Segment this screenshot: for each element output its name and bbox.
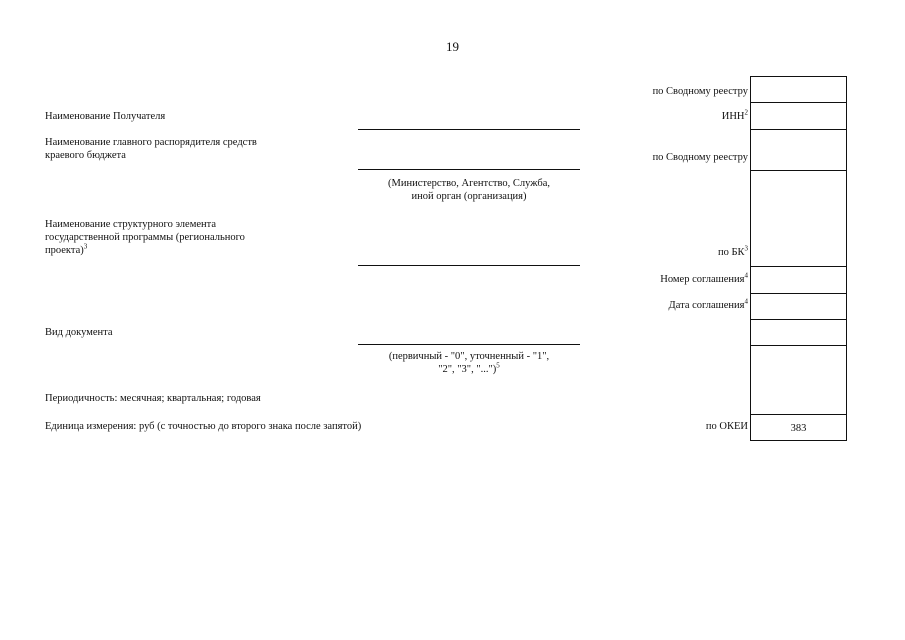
- cell-bk[interactable]: [750, 266, 847, 267]
- footnote-3b-mark: 3: [744, 244, 749, 253]
- footnote-2-mark: 2: [744, 108, 749, 117]
- ministry-hint-line2: иной орган (организация): [411, 191, 527, 202]
- footnote-5-mark: 5: [496, 361, 500, 370]
- footnote-4-mark: 4: [744, 271, 749, 280]
- cell-svodny-1[interactable]: [750, 102, 847, 103]
- doctype-hint-line1: (первичный - "0", уточненный - "1",: [388, 351, 550, 362]
- element-label-line3: проекта)3: [45, 242, 88, 257]
- agreement-number-label: Номер соглашения4: [660, 271, 749, 286]
- inn-label: ИНН2: [721, 108, 749, 123]
- bk-label: по БК3: [717, 244, 749, 259]
- bk-label-text: по БК: [717, 247, 745, 258]
- agreement-number-text: Номер соглашения: [660, 274, 745, 285]
- svodny-label-1: по Сводному реестру: [652, 86, 748, 97]
- footnote-4b-mark: 4: [744, 297, 749, 306]
- svodny-label-2: по Сводному реестру: [652, 152, 748, 163]
- doctype-hint-text: "2", "3", "..."): [438, 364, 497, 375]
- cell-agreement-date[interactable]: [750, 319, 847, 320]
- doctype-hint-line2: "2", "3", "...")5: [358, 361, 580, 376]
- cell-svodny-2[interactable]: [750, 170, 847, 171]
- unit-label: Единица измерения: руб (с точностью до в…: [45, 421, 362, 432]
- recipient-name-field[interactable]: [358, 129, 580, 130]
- recipient-label: Наименование Получателя: [45, 111, 166, 122]
- manager-name-field[interactable]: [358, 169, 580, 170]
- codes-column: [750, 76, 847, 441]
- cell-agreement-number[interactable]: [750, 293, 847, 294]
- periodicity-label: Периодичность: месячная; квартальная; го…: [45, 393, 261, 404]
- agreement-date-label: Дата соглашения4: [668, 297, 749, 312]
- ministry-hint-line1: (Министерство, Агентство, Служба,: [388, 178, 550, 189]
- page-number: 19: [446, 39, 459, 54]
- element-label-text: проекта): [45, 245, 84, 256]
- footnote-3-mark: 3: [83, 242, 88, 251]
- cell-periodicity[interactable]: [750, 414, 847, 415]
- manager-label-line1: Наименование главного распорядителя сред…: [45, 137, 257, 148]
- cell-doc-type[interactable]: [750, 345, 847, 346]
- element-label-line1: Наименование структурного элемента: [45, 219, 216, 230]
- doc-type-field[interactable]: [358, 344, 580, 345]
- okei-label: по ОКЕИ: [705, 421, 748, 432]
- okei-value: 383: [790, 423, 807, 434]
- cell-inn[interactable]: [750, 129, 847, 130]
- inn-label-text: ИНН: [721, 111, 745, 122]
- element-name-field[interactable]: [358, 265, 580, 266]
- manager-label-line2: краевого бюджета: [45, 150, 126, 161]
- agreement-date-text: Дата соглашения: [668, 300, 745, 311]
- element-label-line2: государственной программы (регионального: [45, 232, 245, 243]
- doc-type-label: Вид документа: [45, 327, 113, 338]
